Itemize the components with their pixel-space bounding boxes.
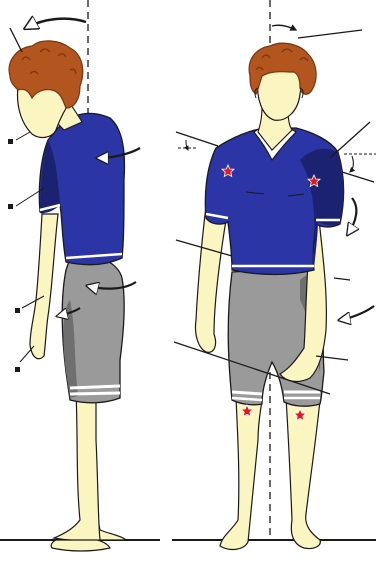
square-bullet-icon [15, 367, 20, 372]
front-left-arm [195, 206, 226, 352]
pointer-line-icon [342, 172, 374, 182]
curved-arrow-icon [340, 306, 374, 320]
pointer-line-icon [16, 132, 30, 140]
pointer-line-icon [334, 278, 350, 280]
front-face [258, 70, 301, 120]
pointer-line-icon [330, 122, 370, 158]
pointer-line-icon [176, 132, 218, 146]
square-bullet-icon [8, 139, 13, 144]
side-foot-front [51, 540, 110, 551]
curved-arrow-icon [186, 140, 188, 150]
side-front-leg [54, 392, 100, 541]
pointer-line-icon [298, 30, 362, 38]
square-bullet-icon [15, 308, 20, 313]
front-view-figure [174, 0, 376, 549]
side-shorts-stripe-1 [70, 386, 120, 388]
side-arm [30, 214, 58, 359]
side-shorts-stripe-2 [70, 393, 120, 394]
curved-arrow-icon [350, 156, 353, 172]
curved-arrow-icon [348, 198, 356, 234]
pointer-line-icon [10, 28, 22, 52]
side-view-figure [8, 0, 140, 551]
curved-arrow-icon [272, 25, 296, 30]
pointer-line-icon [20, 346, 34, 362]
square-bullet-icon [8, 204, 13, 209]
front-shorts-stripe-1 [232, 392, 262, 394]
curved-arrow-icon [26, 19, 86, 28]
front-left-leg [220, 398, 262, 549]
